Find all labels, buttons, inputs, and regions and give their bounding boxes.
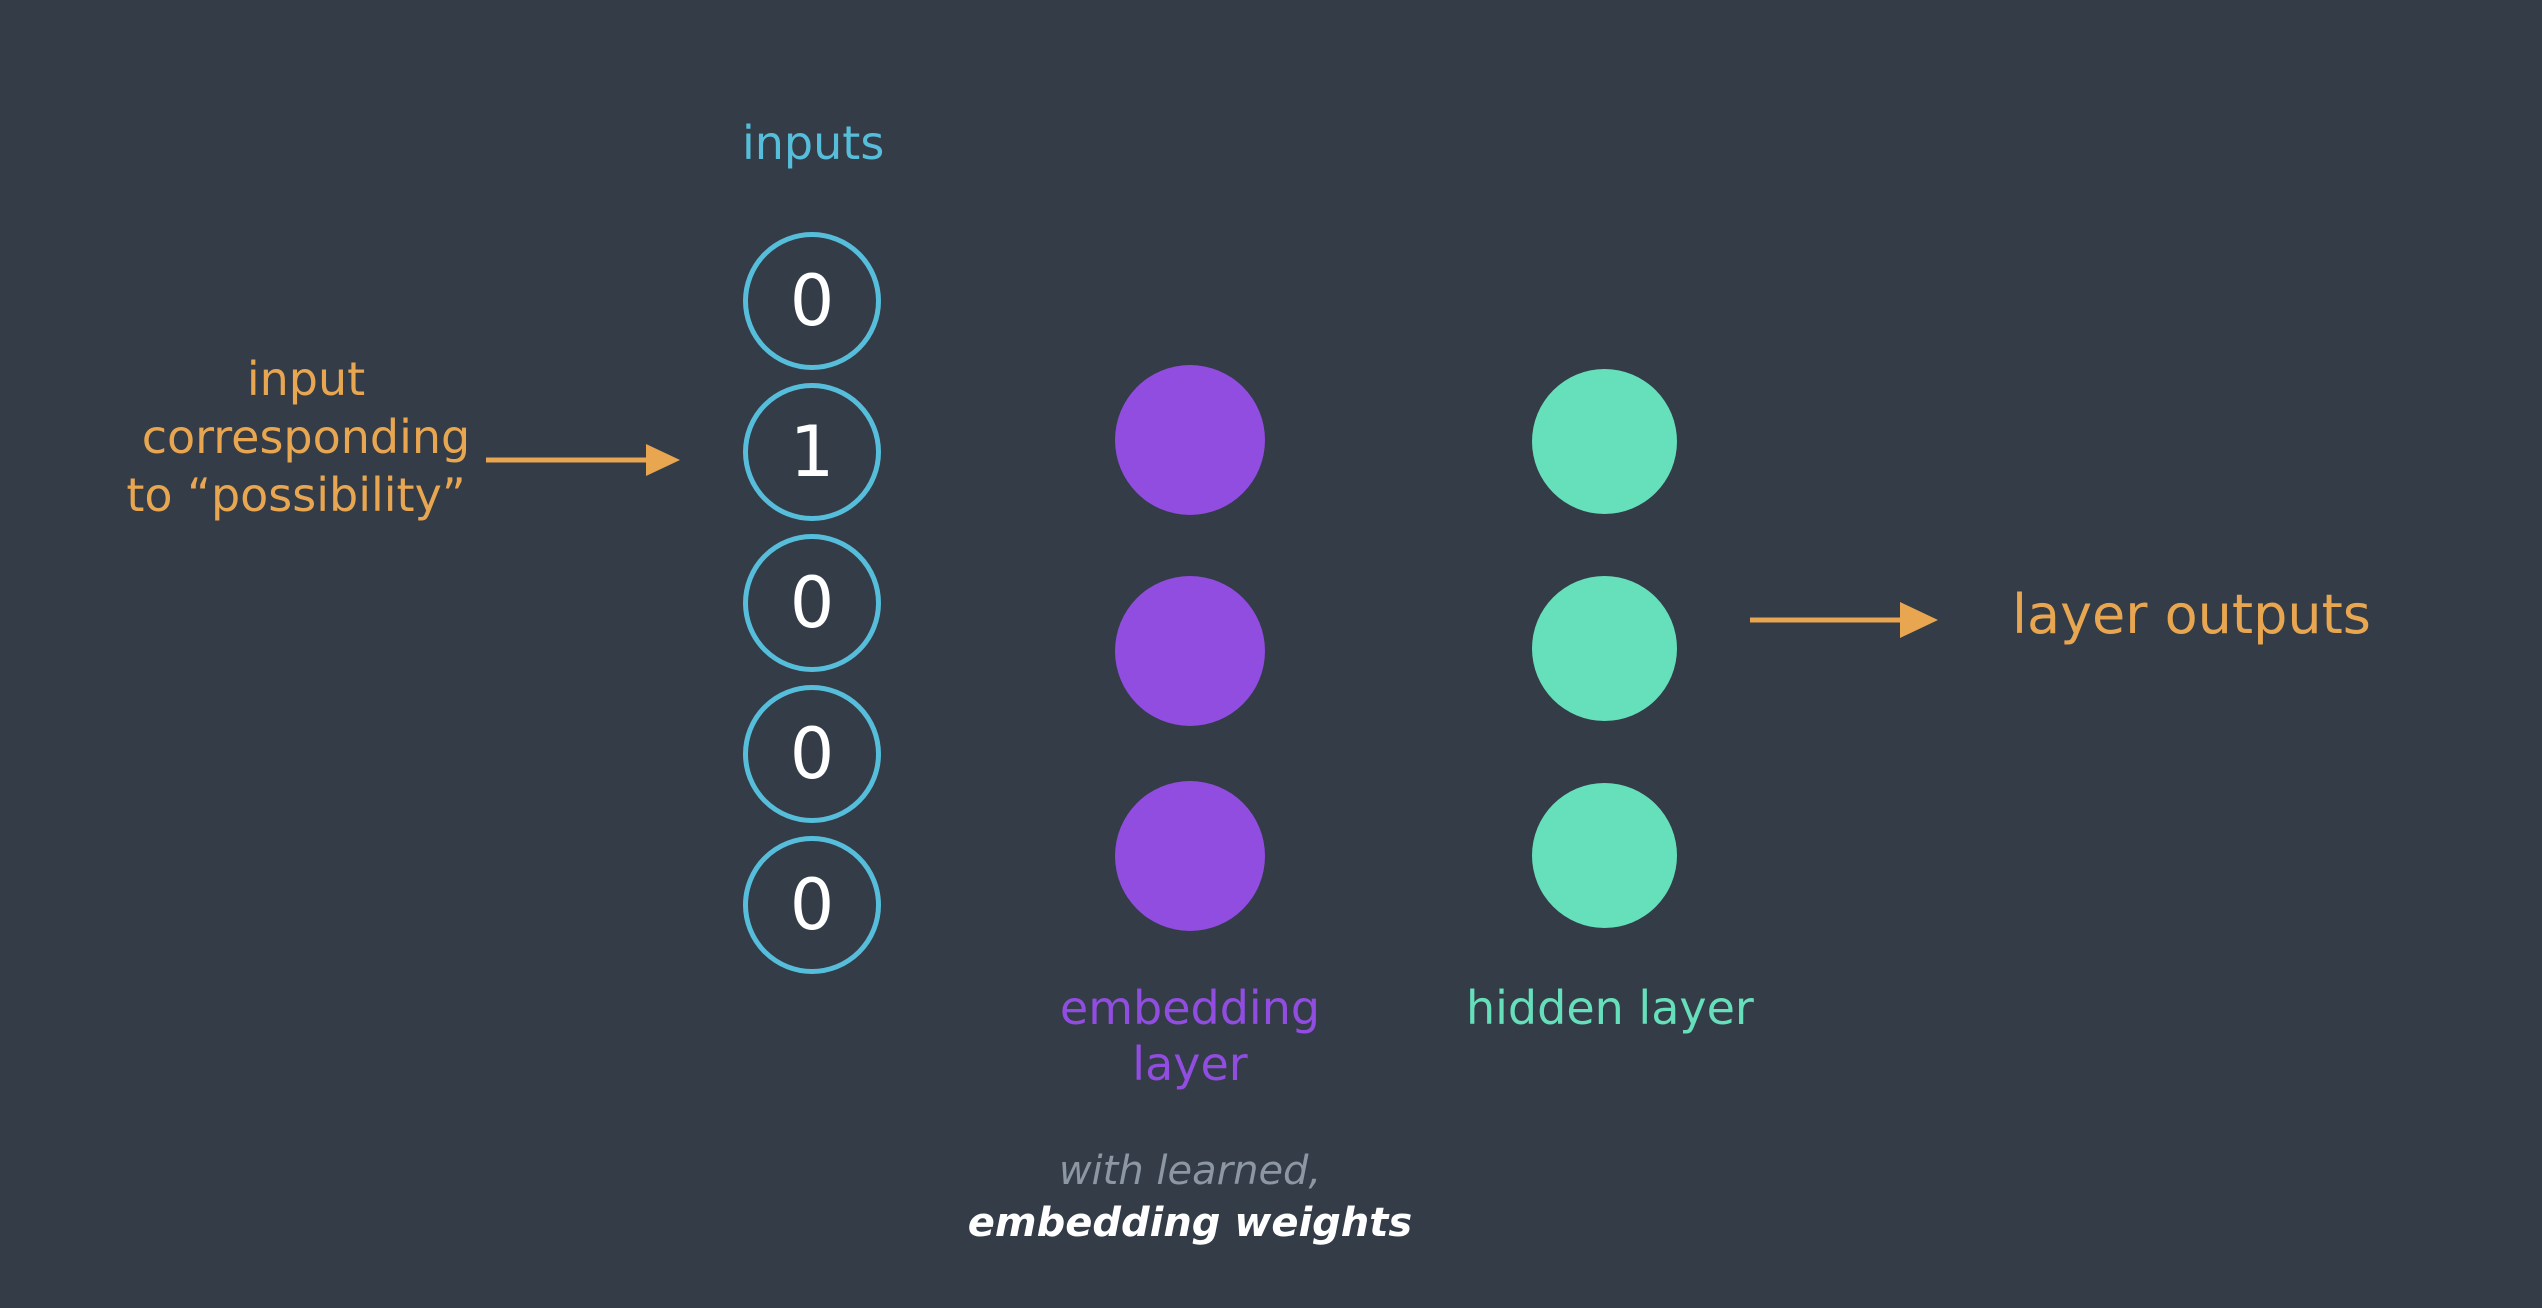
embedding-node <box>1115 781 1265 931</box>
input-arrow-icon <box>486 444 680 476</box>
embedding-node <box>1115 365 1265 515</box>
hidden-node <box>1532 783 1677 928</box>
embedding-weights-note-line1: with learned, <box>1058 1148 1322 1194</box>
inputs-title: inputs <box>742 116 885 170</box>
input-node: 0 <box>743 534 881 672</box>
output-arrow-icon <box>1750 602 1938 638</box>
input-node-highlighted: 1 <box>743 383 881 521</box>
input-annotation: input corresponding to “possibility” <box>76 350 536 524</box>
embedding-layer-title-line2: layer <box>1132 1037 1248 1091</box>
input-node: 0 <box>743 836 881 974</box>
embedding-node <box>1115 576 1265 726</box>
embedding-layer-title-line1: embedding <box>1059 981 1321 1035</box>
hidden-layer-title: hidden layer <box>1466 981 1754 1035</box>
input-node: 0 <box>743 232 881 370</box>
input-annotation-line2: to “possibility” <box>126 468 466 522</box>
input-annotation-line1: input corresponding <box>141 352 471 464</box>
input-value: 0 <box>789 713 835 795</box>
input-value: 0 <box>789 562 835 644</box>
input-value: 1 <box>789 411 835 493</box>
embedding-weights-note-line2: embedding weights <box>967 1200 1413 1246</box>
input-value: 0 <box>789 260 835 342</box>
input-node: 0 <box>743 685 881 823</box>
embedding-weights-note: with learned, embedding weights <box>960 1145 1420 1249</box>
layer-outputs-label: layer outputs <box>2012 583 2371 646</box>
embedding-layer-title: embedding layer <box>1040 980 1340 1092</box>
hidden-node <box>1532 369 1677 514</box>
input-value: 0 <box>789 864 835 946</box>
hidden-node <box>1532 576 1677 721</box>
